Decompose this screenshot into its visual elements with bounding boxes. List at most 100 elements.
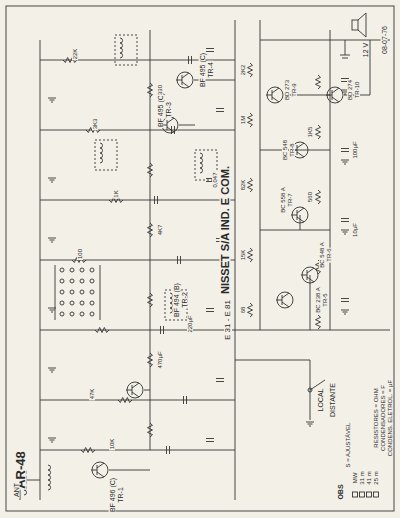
wire (341, 230, 349, 231)
wire (50, 100, 55, 101)
switch-contact (80, 290, 84, 294)
component-label: RESISTORES = OHM (373, 387, 379, 448)
component-label: TR-1 (117, 486, 124, 504)
wire (332, 97, 339, 102)
wire (300, 215, 301, 230)
transistor-symbol (162, 117, 178, 133)
wire (297, 208, 304, 213)
switch-contact (90, 290, 94, 294)
switch-contact (80, 301, 84, 305)
component-label: 10K (109, 438, 115, 451)
wire (307, 277, 314, 282)
wire (40, 200, 235, 201)
component-label: 1K (113, 189, 119, 198)
component-label: MW (352, 472, 358, 485)
switch-contact (70, 268, 74, 272)
component-label: 15K (240, 249, 246, 262)
wire (48, 438, 56, 439)
wire (48, 238, 56, 239)
wire (163, 326, 164, 334)
wire (132, 392, 139, 397)
wire (100, 265, 101, 320)
wire (177, 256, 178, 264)
component-label: S = AJUSTÁVEL (345, 422, 351, 469)
switch-contact (70, 290, 74, 294)
band-key-box (367, 492, 372, 497)
component-label: TR-10 (354, 81, 360, 100)
component-label: BF 495 (C) (199, 52, 206, 88)
wire (206, 311, 214, 312)
wire (109, 470, 150, 471)
wire (216, 111, 224, 112)
wire (266, 95, 272, 96)
switch-contact (80, 312, 84, 316)
component-label: NISSET S/A IND. E COM. (220, 165, 231, 295)
resistor-symbol (316, 125, 321, 139)
component-label: 470μF (157, 350, 163, 369)
wire (235, 360, 310, 361)
wire (97, 463, 104, 468)
wire (48, 98, 56, 99)
wire (344, 234, 346, 235)
component-label: BD 273 (284, 79, 290, 101)
transistor-symbol (267, 87, 283, 103)
wire (216, 381, 224, 382)
wire (216, 378, 224, 379)
wire (40, 40, 41, 500)
switch-contact (60, 290, 64, 294)
component-label: BC 558 A (280, 186, 286, 213)
wire (306, 422, 314, 423)
coil-symbol (100, 143, 103, 163)
wire (343, 232, 348, 233)
wire (182, 73, 189, 78)
component-label: 100μF (352, 140, 358, 159)
switch-contact (80, 279, 84, 283)
wire (50, 440, 55, 441)
wire (343, 162, 348, 163)
component-label: 4K7 (157, 224, 163, 237)
component-label: TR-2 (181, 291, 188, 309)
wire (51, 182, 53, 183)
wire (40, 450, 235, 451)
component-label: 08-07-76 (381, 25, 388, 55)
wire (341, 221, 349, 222)
wire (206, 48, 214, 49)
component-label: BF 494 (B) (173, 282, 180, 318)
wire (48, 308, 56, 309)
wire (50, 370, 55, 371)
wire (157, 196, 158, 204)
wire (345, 40, 346, 55)
component-label: 0,047 (212, 171, 218, 188)
wire (344, 94, 346, 95)
wire (144, 390, 150, 391)
wire (341, 310, 349, 311)
component-label: ANT (13, 482, 20, 498)
wire (169, 446, 170, 454)
switch-contact (60, 268, 64, 272)
wire (126, 390, 132, 391)
component-label: OBS (337, 483, 344, 500)
component-label: 3K3 (92, 118, 98, 131)
switch-contact (90, 268, 94, 272)
wire (308, 424, 313, 425)
component-label: LOCAL (317, 388, 324, 413)
wire (260, 150, 330, 151)
switch-contact (60, 301, 64, 305)
wire (282, 302, 289, 307)
wire (50, 240, 55, 241)
wire (166, 446, 167, 454)
resistor-symbol (118, 398, 132, 403)
component-label: 41 m (366, 470, 372, 485)
wire (332, 88, 339, 93)
wire (260, 230, 330, 231)
wire (167, 127, 174, 132)
component-label: BD 274 (347, 79, 353, 101)
component-label: CONDENSADORES = F (380, 384, 386, 452)
switch-contact (80, 268, 84, 272)
component-label: E 31 - E 81 (224, 299, 232, 341)
resistor-symbol (95, 328, 109, 333)
component-label: TR-5 (322, 292, 328, 307)
wire (341, 148, 349, 149)
component-label: 220μF (187, 314, 193, 333)
wire (301, 275, 307, 276)
